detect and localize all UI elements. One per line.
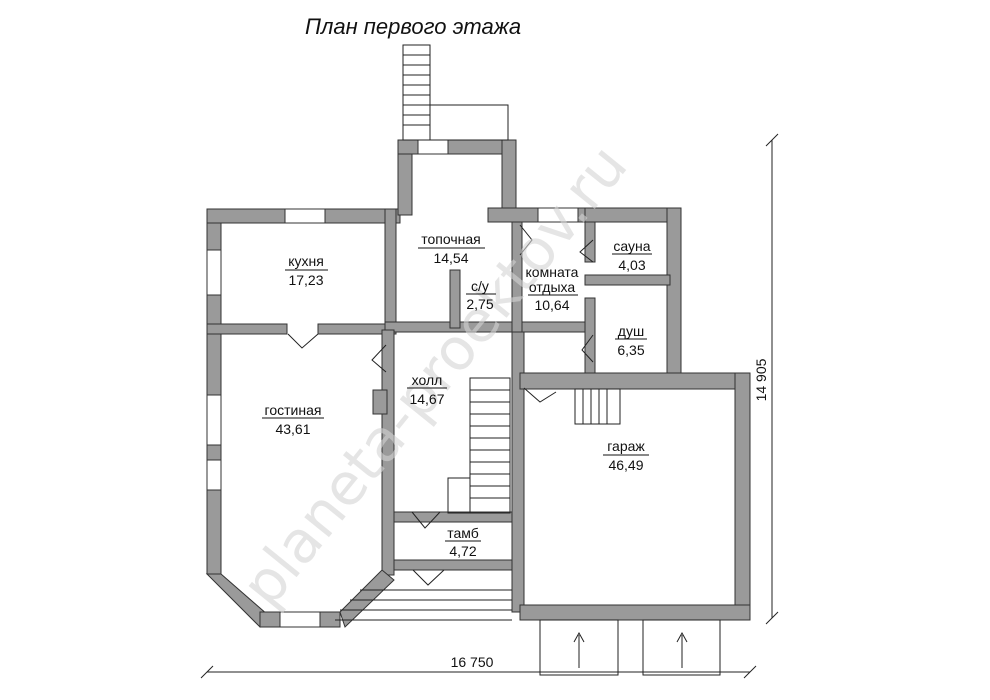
vestibule-name: тамб — [447, 525, 479, 541]
boiler-area: 14,54 — [433, 250, 468, 266]
living-name: гостиная — [265, 402, 322, 418]
width-dimension: 16 750 — [451, 654, 494, 670]
wc-name: с/у — [471, 278, 489, 294]
hall-name: холл — [412, 372, 443, 388]
shower-name: душ — [618, 323, 644, 339]
living-area: 43,61 — [275, 421, 310, 437]
sauna-name: сауна — [613, 238, 650, 254]
hall-area: 14,67 — [409, 391, 444, 407]
shower-area: 6,35 — [617, 342, 644, 358]
rest-area: 10,64 — [534, 297, 569, 313]
room-labels: кухня 17,23 топочная 14,54 с/у 2,75 комн… — [262, 231, 652, 559]
rest-name-2: отдыха — [529, 279, 576, 295]
wc-area: 2,75 — [466, 296, 493, 312]
dimension-lines — [200, 133, 779, 679]
rest-name-1: комната — [526, 264, 579, 280]
windows — [206, 139, 579, 628]
kitchen-name: кухня — [288, 253, 324, 269]
kitchen-area: 17,23 — [288, 272, 323, 288]
boiler-name: топочная — [421, 231, 481, 247]
vestibule-area: 4,72 — [449, 543, 476, 559]
thin-details — [287, 44, 721, 676]
plan-title: План первого этажа — [305, 14, 522, 39]
garage-area: 46,49 — [608, 457, 643, 473]
sauna-area: 4,03 — [618, 257, 645, 273]
garage-name: гараж — [607, 438, 645, 454]
height-dimension: 14 905 — [753, 358, 769, 401]
